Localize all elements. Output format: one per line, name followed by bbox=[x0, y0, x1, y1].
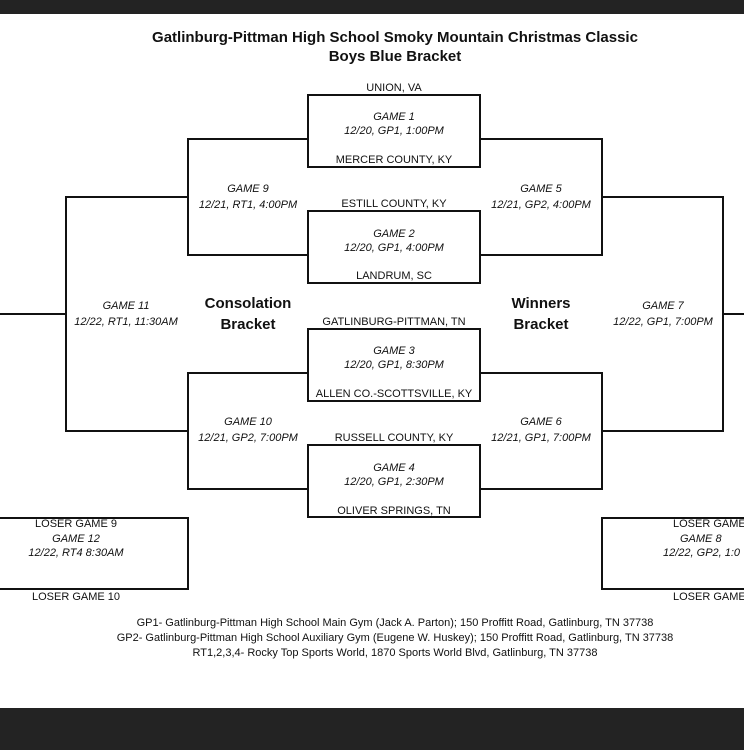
game-2-box bbox=[307, 210, 481, 284]
game-8-name: GAME 8 bbox=[680, 533, 722, 545]
top-bar bbox=[0, 0, 744, 14]
game-1-name: GAME 1 bbox=[373, 111, 415, 123]
consolation-heading-line1: Consolation bbox=[204, 295, 292, 312]
venue-note-rt: RT1,2,3,4- Rocky Top Sports World, 1870 … bbox=[192, 647, 598, 659]
game-1-box bbox=[307, 94, 481, 168]
game-3-box bbox=[307, 328, 481, 402]
game-12-bottom-team: LOSER GAME 10 bbox=[31, 591, 121, 603]
page-subtitle: Boys Blue Bracket bbox=[328, 48, 462, 65]
consolation-heading-line2: Bracket bbox=[220, 316, 276, 333]
game-8-time: 12/22, GP2, 1:0 bbox=[663, 547, 741, 559]
game-9-time: 12/21, RT1, 4:00PM bbox=[198, 199, 298, 211]
bottom-bar bbox=[0, 708, 744, 750]
game-9-name: GAME 9 bbox=[227, 183, 269, 195]
team-estill-county-ky: ESTILL COUNTY, KY bbox=[341, 198, 447, 210]
page-title: Gatlinburg-Pittman High School Smoky Mou… bbox=[152, 29, 638, 46]
game-1-time: 12/20, GP1, 1:00PM bbox=[344, 125, 444, 137]
game-2-time: 12/20, GP1, 4:00PM bbox=[344, 242, 444, 254]
game-5-name: GAME 5 bbox=[520, 183, 562, 195]
game-3-time: 12/20, GP1, 8:30PM bbox=[344, 359, 444, 371]
team-russell-county-ky: RUSSELL COUNTY, KY bbox=[334, 432, 454, 444]
game-11-time: 12/22, RT1, 11:30AM bbox=[74, 316, 178, 328]
game-10-connector bbox=[187, 372, 308, 490]
game-5-connector bbox=[480, 138, 603, 256]
game-6-connector bbox=[480, 372, 603, 490]
team-mercer-county-ky: MERCER COUNTY, KY bbox=[335, 154, 453, 166]
venue-note-gp1: GP1- Gatlinburg-Pittman High School Main… bbox=[136, 617, 654, 629]
game-12-time: 12/22, RT4 8:30AM bbox=[28, 547, 124, 559]
game-6-time: 12/21, GP1, 7:00PM bbox=[491, 432, 591, 444]
game-12-name: GAME 12 bbox=[52, 533, 100, 545]
game-7-connector bbox=[602, 196, 724, 432]
team-landrum-sc: LANDRUM, SC bbox=[356, 270, 432, 282]
game-8-top-team: LOSER GAME bbox=[673, 518, 744, 530]
game-2-name: GAME 2 bbox=[373, 228, 415, 240]
game-4-time: 12/20, GP1, 2:30PM bbox=[344, 476, 444, 488]
game-4-name: GAME 4 bbox=[373, 462, 415, 474]
game-12-top-team: LOSER GAME 9 bbox=[35, 518, 117, 530]
team-gatlinburg-pittman-tn: GATLINBURG-PITTMAN, TN bbox=[322, 316, 466, 328]
game-7-time: 12/22, GP1, 7:00PM bbox=[613, 316, 713, 328]
game-10-name: GAME 10 bbox=[224, 416, 272, 428]
game-8-box bbox=[601, 517, 744, 590]
winners-heading-line2: Bracket bbox=[513, 316, 569, 333]
team-oliver-springs-tn: OLIVER SPRINGS, TN bbox=[337, 505, 451, 517]
winners-heading-line1: Winners bbox=[511, 295, 571, 312]
game-5-time: 12/21, GP2, 4:00PM bbox=[491, 199, 591, 211]
team-union-va: UNION, VA bbox=[366, 82, 422, 94]
game-11-connector bbox=[65, 196, 188, 432]
game-7-name: GAME 7 bbox=[642, 300, 684, 312]
game-4-box bbox=[307, 444, 481, 518]
game-10-time: 12/21, GP2, 7:00PM bbox=[198, 432, 298, 444]
game-12-box bbox=[0, 517, 189, 590]
team-allen-co-scottsville-ky: ALLEN CO.-SCOTTSVILLE, KY bbox=[315, 388, 473, 400]
game-8-bottom-team: LOSER GAME bbox=[673, 591, 744, 603]
game-9-connector bbox=[187, 138, 308, 256]
game-3-name: GAME 3 bbox=[373, 345, 415, 357]
game-11-name: GAME 11 bbox=[102, 300, 150, 312]
venue-note-gp2: GP2- Gatlinburg-Pittman High School Auxi… bbox=[116, 632, 674, 644]
game-6-name: GAME 6 bbox=[520, 416, 562, 428]
